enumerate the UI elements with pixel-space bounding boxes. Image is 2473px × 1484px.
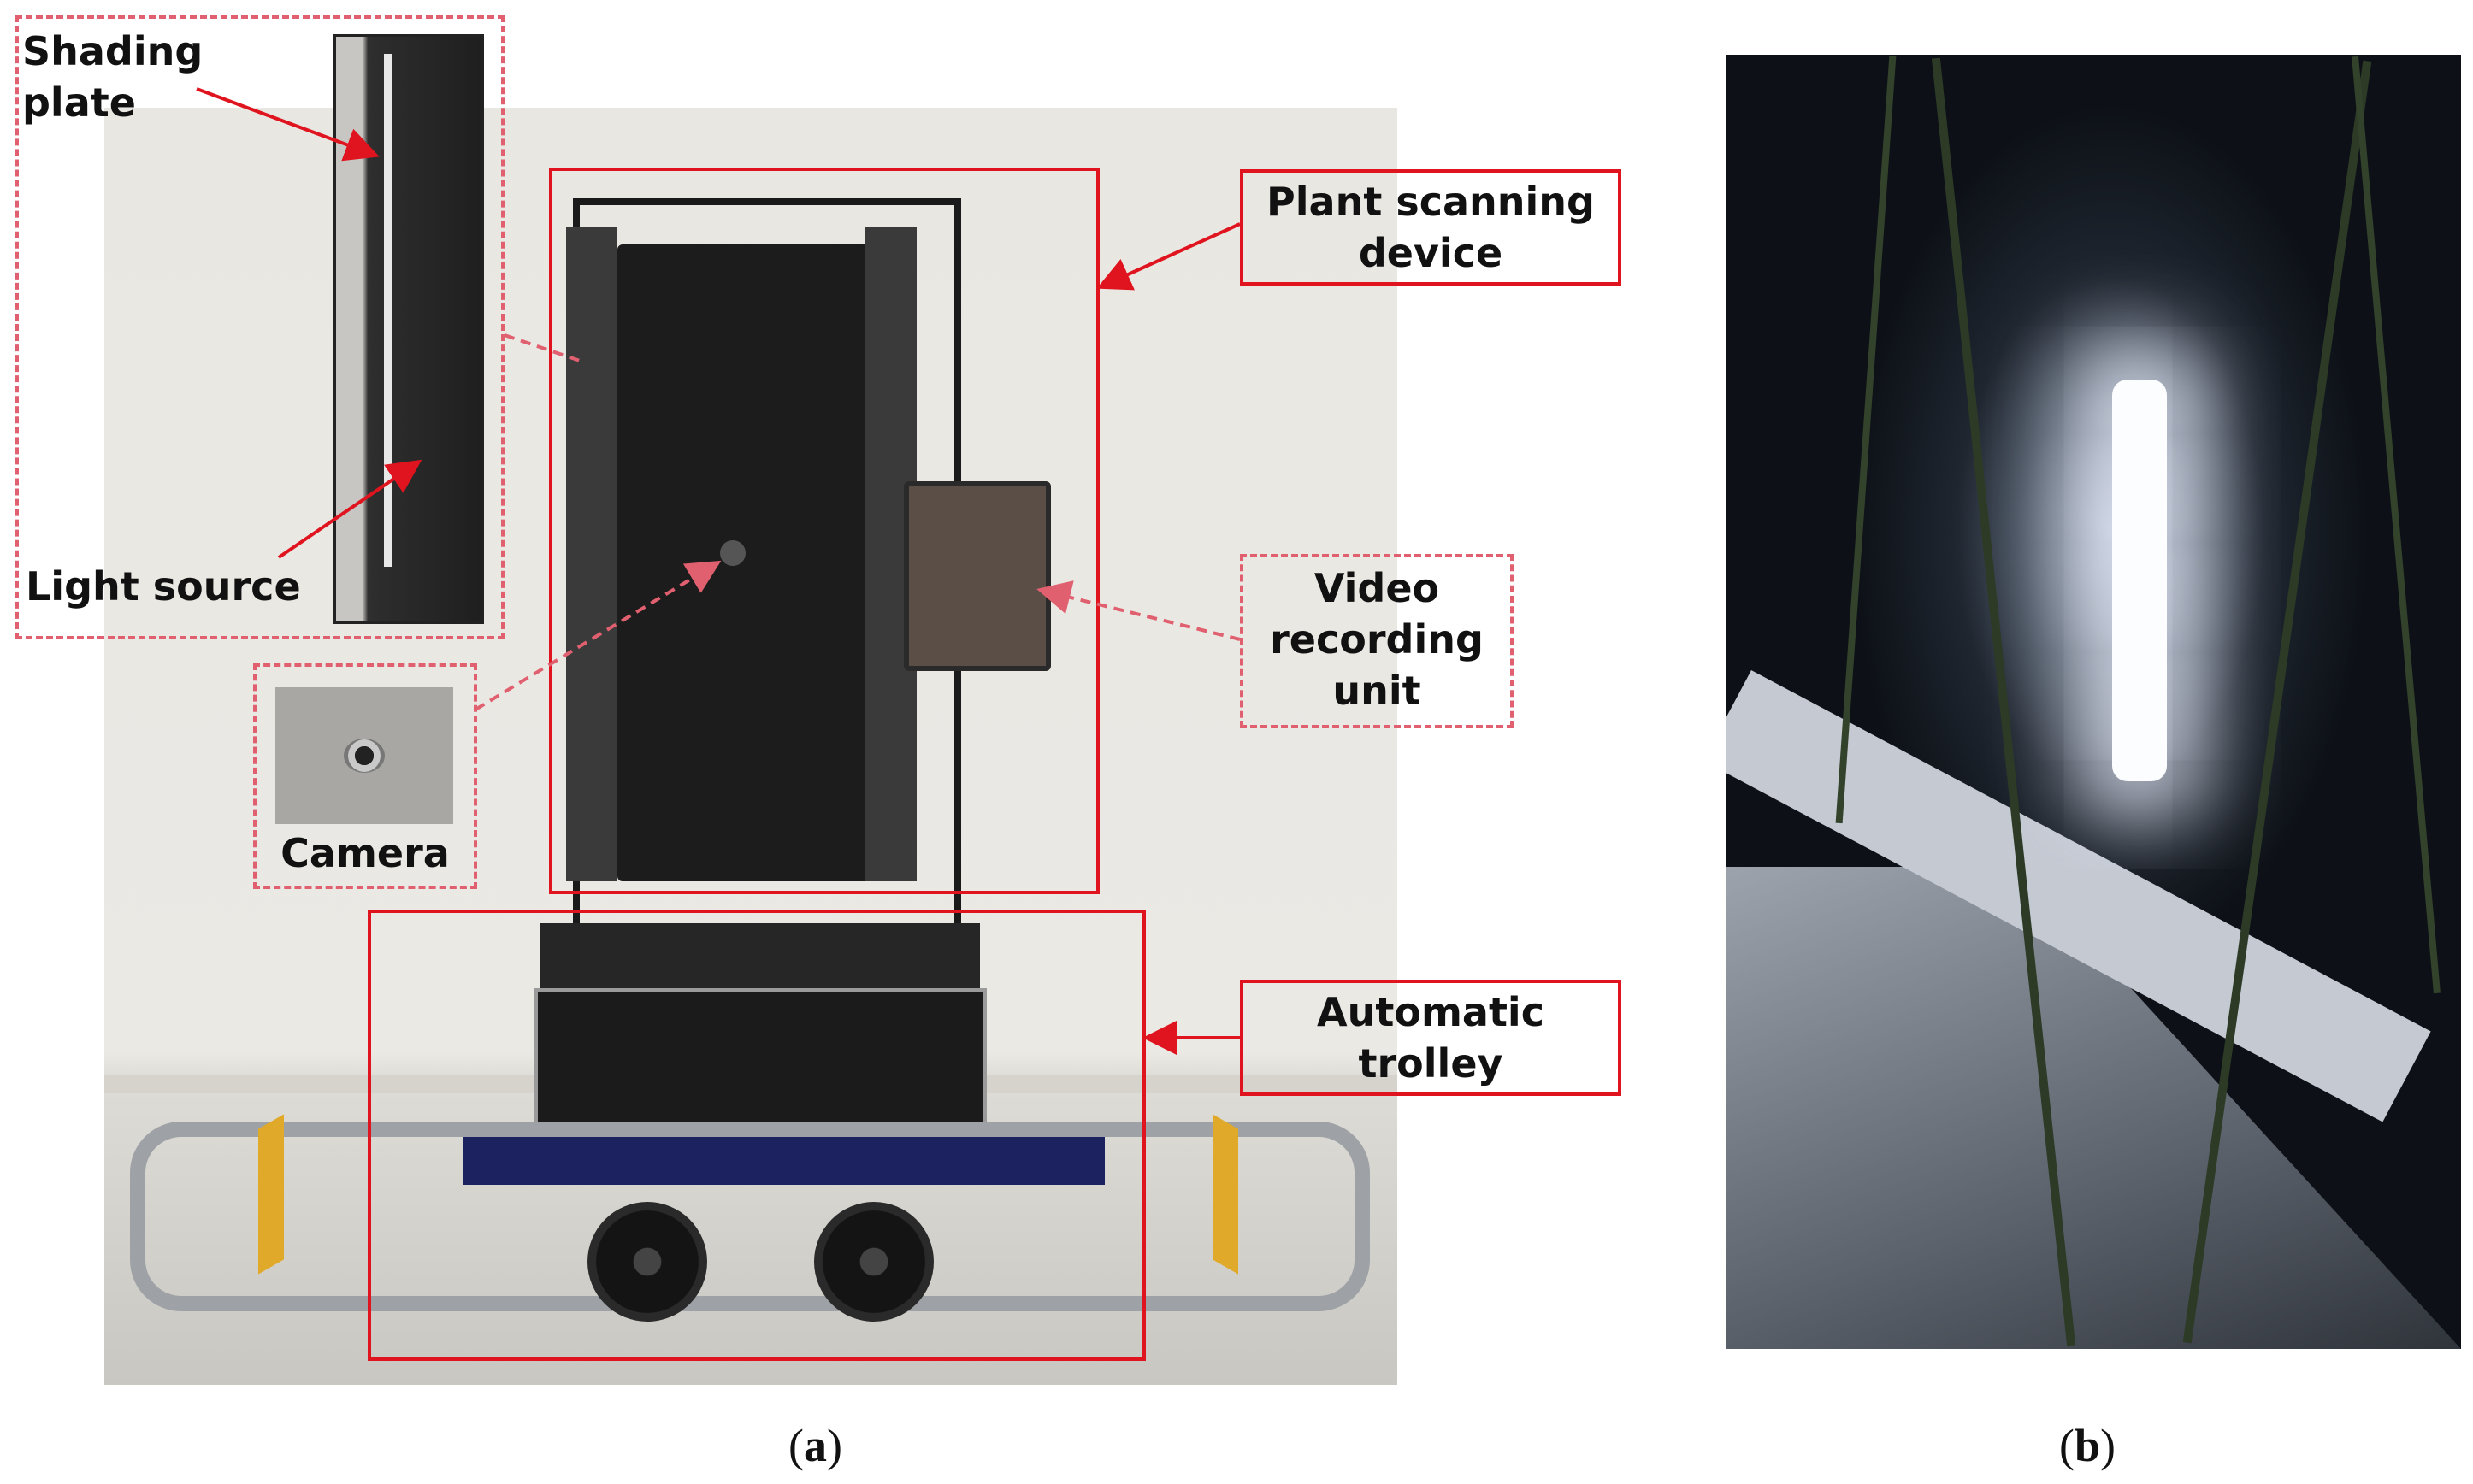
caption-a-letter: a [803,1420,827,1471]
box-automatic-trolley [368,910,1146,1361]
rail-stopper-right [1213,1114,1238,1275]
plant-stem-4 [2352,56,2441,994]
wheel-left [587,1202,707,1322]
label-camera: Camera [280,830,450,876]
light-source-strip [384,54,392,567]
photo-b-greenhouse [1726,55,2461,1349]
caption-b: (b) [2059,1420,2116,1471]
caption-a: (a) [788,1420,842,1471]
camera-lens [720,540,746,566]
label-light-source: Light source [26,563,301,610]
camera-inset-lens [344,739,385,773]
box-plant-scanning-device [549,168,1100,894]
label-video-recording-unit: Video recording unit [1240,554,1514,728]
video-recording-box [904,481,1051,671]
caption-b-letter: b [2074,1420,2101,1471]
wheel-right [814,1202,934,1322]
label-shading-plate: Shading plate [22,28,204,126]
guide-rail [130,1122,1370,1311]
label-plant-scanning-device: Plant scanning device [1240,169,1621,286]
photo-a [104,108,1397,1385]
inset-shading-plate [15,15,505,639]
inset-photo-shading [333,34,484,624]
plant-stem-3 [1835,55,1897,824]
rail-stopper-left [258,1114,284,1275]
led-light-source [2112,380,2167,781]
inset-camera [253,663,477,889]
trolley-top [540,923,980,992]
inset-photo-camera [275,687,453,824]
label-automatic-trolley: Automatic trolley [1240,980,1621,1096]
